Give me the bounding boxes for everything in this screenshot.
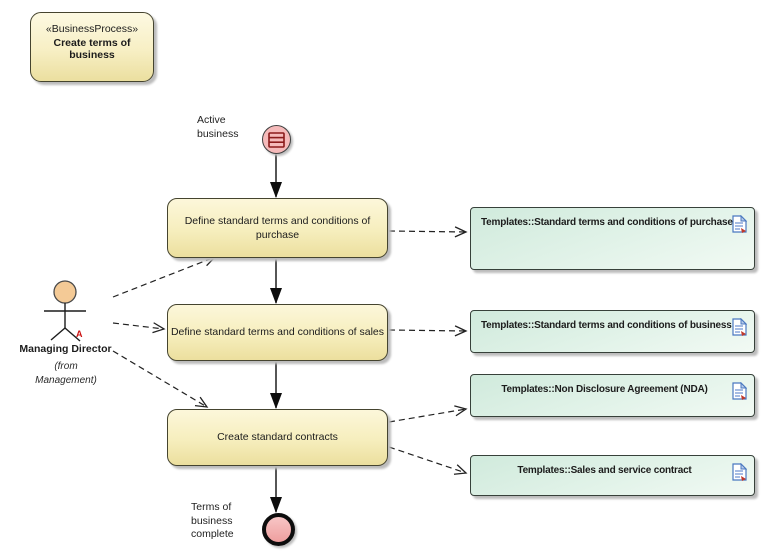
dependency-activity3-artifact4[interactable] xyxy=(388,446,468,475)
activity-define-sales-terms[interactable]: Define standard terms and conditions of … xyxy=(167,304,388,361)
note-title: Create terms of business xyxy=(53,37,131,61)
artifact-label: Templates::Standard terms and conditions… xyxy=(481,217,733,228)
artifact-label: Templates::Sales and service contract xyxy=(517,465,692,476)
note-stereotype: «BusinessProcess» xyxy=(45,23,139,35)
start-node[interactable] xyxy=(262,125,291,154)
activity-label: Define standard terms and conditions of … xyxy=(184,214,371,241)
activity-create-standard-contracts[interactable]: Create standard contracts xyxy=(167,409,388,466)
artifact-nda[interactable]: Templates::Non Disclosure Agreement (NDA… xyxy=(470,374,755,417)
actor-figure[interactable] xyxy=(44,280,86,342)
dependency-activity2-artifact2[interactable] xyxy=(388,325,468,337)
artifact-label: Templates::Non Disclosure Agreement (NDA… xyxy=(501,384,708,395)
stacked-lines-icon xyxy=(268,131,285,148)
dependency-activity1-artifact1[interactable] xyxy=(388,226,468,238)
business-process-note[interactable]: «BusinessProcess» Create terms of busine… xyxy=(30,12,154,82)
start-node-label: Active business xyxy=(197,114,239,140)
actor-from-package: (from Management) xyxy=(35,361,97,386)
actor-name: Managing Director xyxy=(19,343,112,355)
association-actor-activity2[interactable] xyxy=(112,322,166,334)
end-node-label: Terms of business complete xyxy=(191,501,234,541)
end-node[interactable] xyxy=(262,513,295,546)
activity-define-purchase-terms[interactable]: Define standard terms and conditions of … xyxy=(167,198,388,258)
association-actor-activity3[interactable] xyxy=(112,350,209,408)
actor-head xyxy=(53,280,77,304)
document-icon xyxy=(732,318,747,336)
association-actor-activity1[interactable] xyxy=(112,255,217,298)
document-icon xyxy=(732,382,747,400)
artifact-sales-service-contract[interactable]: Templates::Sales and service contract xyxy=(470,455,755,496)
dependency-activity3-artifact3[interactable] xyxy=(388,405,468,423)
document-icon xyxy=(732,215,747,233)
red-a-marker: A xyxy=(76,329,83,339)
artifact-label: Templates::Standard terms and conditions… xyxy=(481,320,732,331)
document-icon xyxy=(732,463,747,481)
activity-label: Define standard terms and conditions of … xyxy=(170,326,385,339)
artifact-terms-purchase[interactable]: Templates::Standard terms and conditions… xyxy=(470,207,755,270)
activity-label: Create standard contracts xyxy=(217,431,338,444)
artifact-terms-business[interactable]: Templates::Standard terms and conditions… xyxy=(470,310,755,353)
